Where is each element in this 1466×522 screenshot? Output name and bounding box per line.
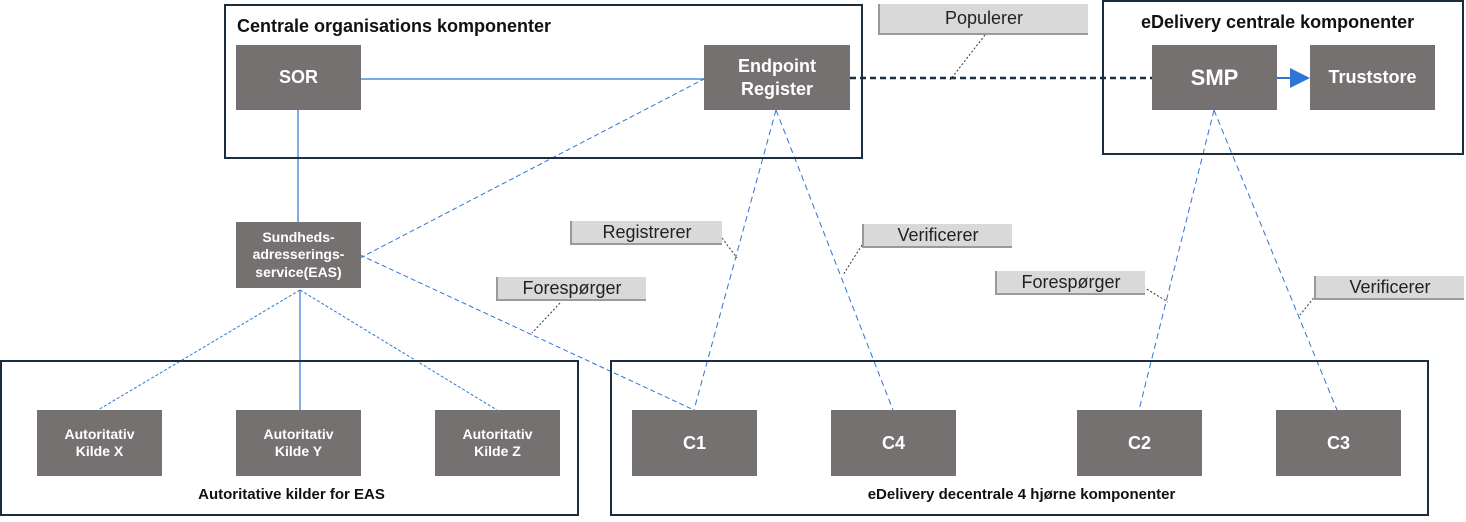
line-eas-endpoint: [359, 78, 705, 259]
label-foresporger-2: Forespørger: [995, 271, 1145, 295]
node-endpoint-register: Endpoint Register: [704, 45, 850, 110]
label-verificerer-2: Verificerer: [1314, 276, 1464, 300]
node-kilde-z: Autoritativ Kilde Z: [435, 410, 560, 476]
line-endpoint-c1: [693, 109, 777, 411]
leader-foresporger-1: [531, 302, 561, 334]
leader-registrerer: [721, 237, 738, 259]
node-c2: C2: [1077, 410, 1202, 476]
group-title-edelivery-central: eDelivery centrale komponenter: [1141, 12, 1415, 32]
label-verificerer-1: Verificerer: [862, 224, 1012, 248]
node-sor: SOR: [236, 45, 361, 110]
leader-populerer: [949, 34, 986, 81]
node-eas: Sundheds- adresserings- service(EAS): [236, 222, 361, 288]
leader-verificerer-1: [842, 244, 863, 276]
label-foresporger-1: Forespørger: [496, 277, 646, 301]
node-smp: SMP: [1152, 45, 1277, 110]
label-populerer: Populerer: [878, 4, 1088, 35]
group-edelivery-central: eDelivery centrale komponenter: [1102, 0, 1464, 155]
line-eas-kilde-x: [97, 289, 301, 411]
node-truststore: Truststore: [1310, 45, 1435, 110]
group-central-org: Centrale organisations komponenter: [224, 4, 863, 159]
node-c1: C1: [632, 410, 757, 476]
line-smp-c2: [1138, 109, 1215, 411]
node-kilde-x: Autoritativ Kilde X: [37, 410, 162, 476]
line-endpoint-c4: [775, 109, 894, 411]
line-eas-c1: [359, 254, 695, 411]
node-c4: C4: [831, 410, 956, 476]
group-eas-sources: Autoritative kilder for EAS: [0, 360, 579, 516]
node-kilde-y: Autoritativ Kilde Y: [236, 410, 361, 476]
group-edelivery-decentral: eDelivery decentrale 4 hjørne komponente…: [610, 360, 1429, 516]
caption-eas-sources: Autoritative kilder for EAS: [198, 486, 385, 503]
line-eas-kilde-z: [299, 289, 498, 411]
label-registrerer: Registrerer: [570, 221, 722, 245]
node-c3: C3: [1276, 410, 1401, 476]
caption-edelivery-decentral: eDelivery decentrale 4 hjørne komponente…: [867, 486, 1176, 503]
leader-verificerer-2: [1299, 294, 1317, 316]
group-title-central-org: Centrale organisations komponenter: [237, 16, 552, 36]
